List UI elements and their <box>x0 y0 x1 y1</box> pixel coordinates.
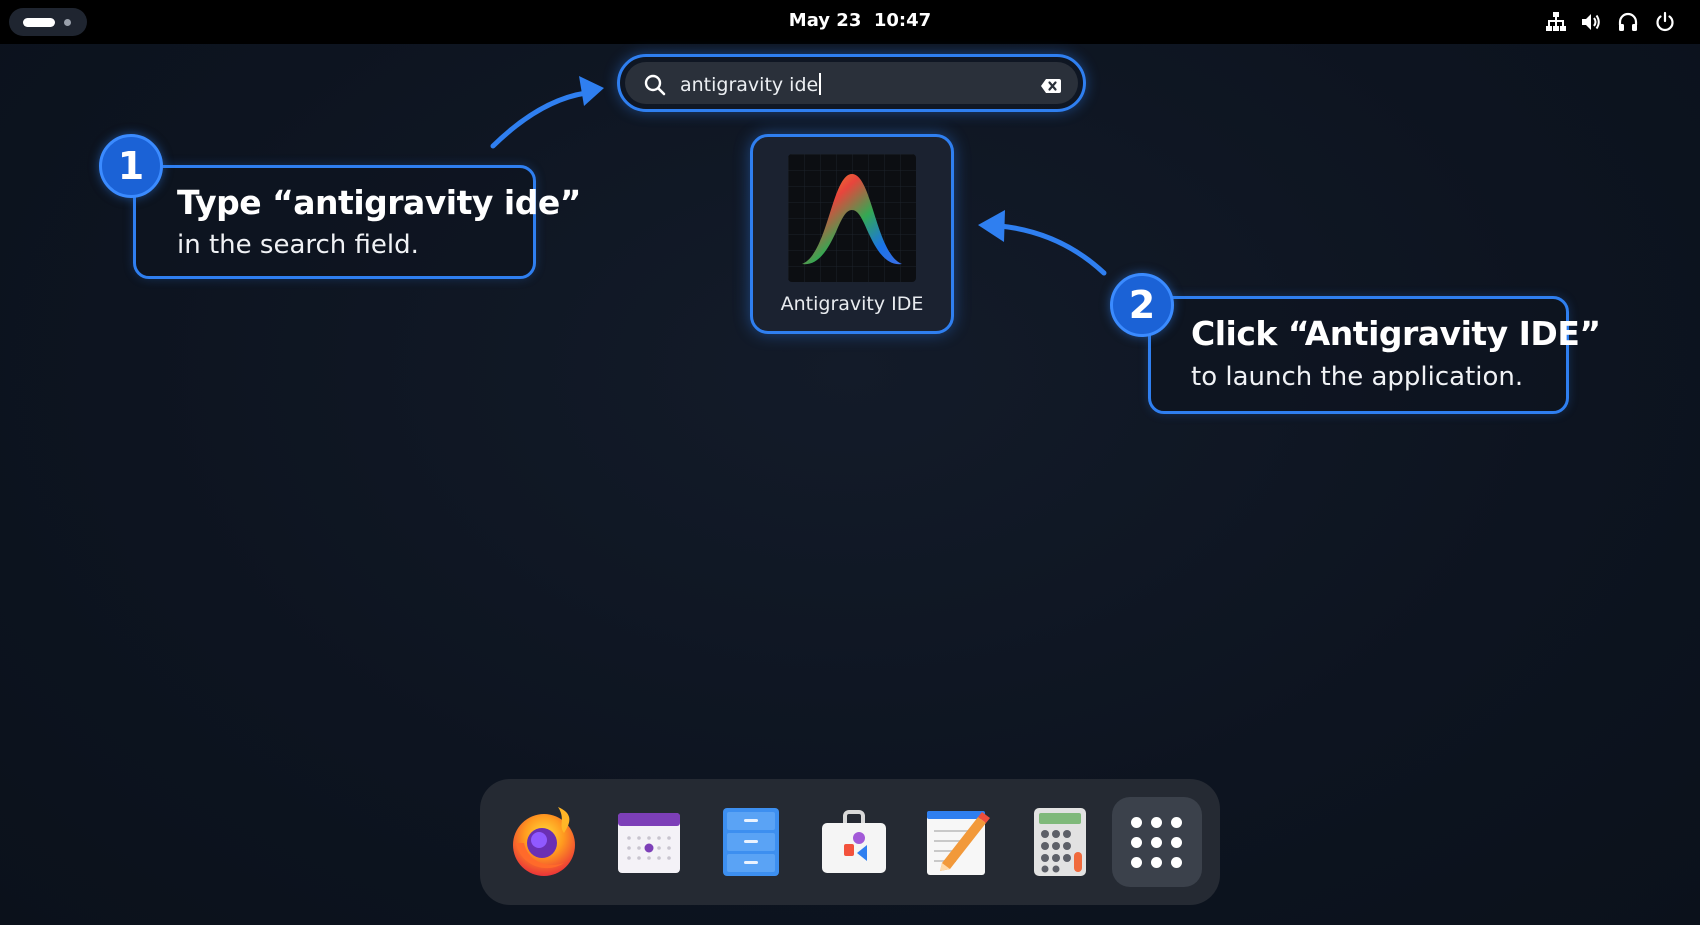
grid-dot <box>1151 857 1162 868</box>
software-icon[interactable] <box>815 803 893 881</box>
grid-dot <box>1131 857 1142 868</box>
callout-title: Type “antigravity ide” <box>177 183 581 222</box>
app-grid-icon[interactable] <box>1112 797 1202 887</box>
search-field[interactable]: antigravity ide <box>617 54 1086 112</box>
search-input[interactable]: antigravity ide <box>625 62 1078 104</box>
firefox-icon[interactable] <box>506 803 584 881</box>
text-editor-icon[interactable] <box>918 803 996 881</box>
search-input-value: antigravity ide <box>680 73 822 96</box>
calculator-icon[interactable] <box>1021 803 1099 881</box>
volume-icon[interactable] <box>1580 11 1602 33</box>
files-icon[interactable] <box>712 803 790 881</box>
grid-dot <box>1151 837 1162 848</box>
search-icon <box>644 74 666 96</box>
callout-subtitle: to launch the application. <box>1191 362 1524 392</box>
workspace-indicator <box>64 19 71 26</box>
calendar-icon[interactable] <box>609 803 687 881</box>
step-number-badge: 2 <box>1110 273 1174 337</box>
text-cursor <box>819 73 822 95</box>
app-label: Antigravity IDE <box>780 293 924 315</box>
callout-step-1: Type “antigravity ide” in the search fie… <box>133 165 581 279</box>
callout-step-2: Click “Antigravity IDE” to launch the ap… <box>1148 296 1601 414</box>
headphones-icon[interactable] <box>1617 11 1639 33</box>
clear-search-icon[interactable] <box>1040 75 1062 97</box>
antigravity-ide-icon <box>788 154 916 282</box>
network-icon[interactable] <box>1545 11 1567 33</box>
grid-dot <box>1131 837 1142 848</box>
step-number-badge: 1 <box>99 134 163 198</box>
grid-dot <box>1131 817 1142 828</box>
callout-subtitle: in the search field. <box>177 230 419 260</box>
callout-title: Click “Antigravity IDE” <box>1191 314 1601 353</box>
dock <box>480 779 1220 905</box>
search-result-antigravity-ide[interactable]: Antigravity IDE <box>750 134 954 334</box>
top-bar: May 23 10:47 <box>0 0 1700 44</box>
workspace-indicator-active <box>23 18 55 27</box>
power-icon[interactable] <box>1654 11 1676 33</box>
grid-dot <box>1151 817 1162 828</box>
activities-button[interactable] <box>9 8 87 36</box>
grid-dot <box>1171 817 1182 828</box>
grid-dot <box>1171 837 1182 848</box>
grid-dot <box>1171 857 1182 868</box>
clock[interactable]: May 23 10:47 <box>788 10 932 31</box>
